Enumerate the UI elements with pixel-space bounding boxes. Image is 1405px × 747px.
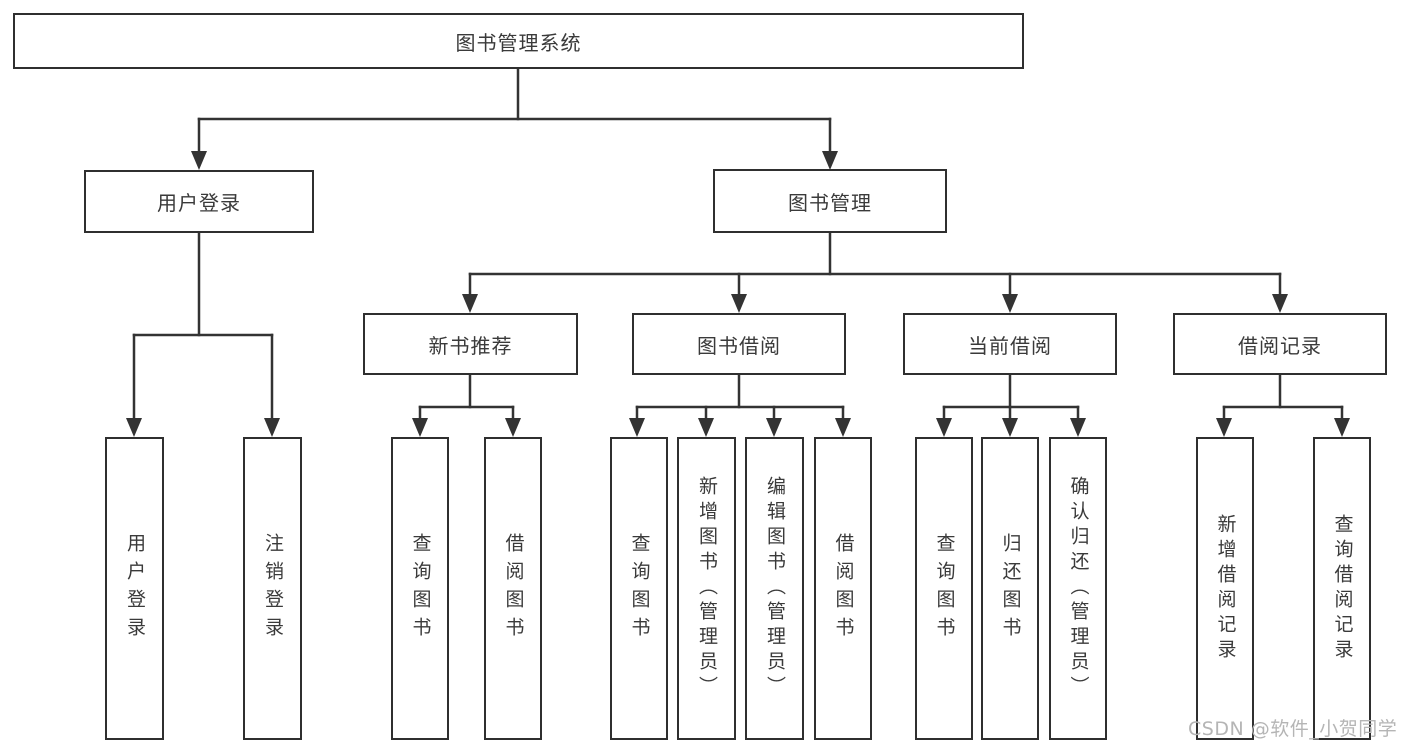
- node-user-login-branch-label: 用户登录: [157, 191, 241, 215]
- leaf-confirm-return-admin-label: 确认归还（管理员）: [1067, 476, 1090, 701]
- leaf-query-books-borrow: 查询图书: [610, 437, 668, 740]
- leaf-add-book-admin: 新增图书（管理员）: [677, 437, 736, 740]
- leaf-query-books-borrow-label: 查询图书: [628, 532, 651, 645]
- csdn-watermark: CSDN @软件_小贺同学: [1188, 718, 1398, 740]
- leaf-query-books-current-label: 查询图书: [933, 532, 956, 645]
- leaf-user-login: 用户登录: [105, 437, 164, 740]
- leaf-borrow-books-label: 借阅图书: [832, 532, 855, 645]
- leaf-logout: 注销登录: [243, 437, 302, 740]
- node-library-system-label: 图书管理系统: [455, 30, 582, 55]
- node-user-login-branch: 用户登录: [84, 170, 314, 233]
- leaf-logout-label: 注销登录: [262, 532, 284, 645]
- node-borrowing-records-label: 借阅记录: [1238, 333, 1322, 358]
- leaf-query-borrow-record-label: 查询借阅记录: [1331, 513, 1354, 664]
- leaf-query-books-current: 查询图书: [915, 437, 973, 740]
- node-new-book-recommend: 新书推荐: [363, 313, 578, 375]
- leaf-add-book-admin-label: 新增图书（管理员）: [696, 476, 718, 701]
- node-book-management-branch-label: 图书管理: [788, 190, 872, 215]
- node-new-book-recommend-label: 新书推荐: [428, 333, 513, 358]
- node-book-borrowing-label: 图书借阅: [697, 333, 781, 358]
- leaf-return-books: 归还图书: [981, 437, 1039, 740]
- leaf-confirm-return-admin: 确认归还（管理员）: [1049, 437, 1107, 740]
- node-library-system: 图书管理系统: [13, 13, 1024, 69]
- node-book-borrowing: 图书借阅: [632, 313, 846, 375]
- leaf-edit-book-admin-label: 编辑图书（管理员）: [764, 476, 786, 701]
- leaf-return-books-label: 归还图书: [999, 532, 1022, 645]
- leaf-borrow-books: 借阅图书: [814, 437, 872, 740]
- node-current-borrowing: 当前借阅: [903, 313, 1117, 375]
- node-borrowing-records: 借阅记录: [1173, 313, 1387, 375]
- node-book-management-branch: 图书管理: [713, 169, 947, 233]
- leaf-query-borrow-record: 查询借阅记录: [1313, 437, 1371, 740]
- leaf-edit-book-admin: 编辑图书（管理员）: [745, 437, 804, 740]
- leaf-query-books-recommend: 查询图书: [391, 437, 449, 740]
- leaf-add-borrow-record-label: 新增借阅记录: [1214, 513, 1237, 664]
- node-current-borrowing-label: 当前借阅: [968, 333, 1052, 358]
- leaf-borrow-books-recommend: 借阅图书: [484, 437, 542, 740]
- leaf-user-login-label: 用户登录: [124, 532, 146, 645]
- leaf-borrow-books-recommend-label: 借阅图书: [502, 532, 525, 645]
- leaf-query-books-recommend-label: 查询图书: [409, 532, 432, 645]
- leaf-add-borrow-record: 新增借阅记录: [1196, 437, 1254, 740]
